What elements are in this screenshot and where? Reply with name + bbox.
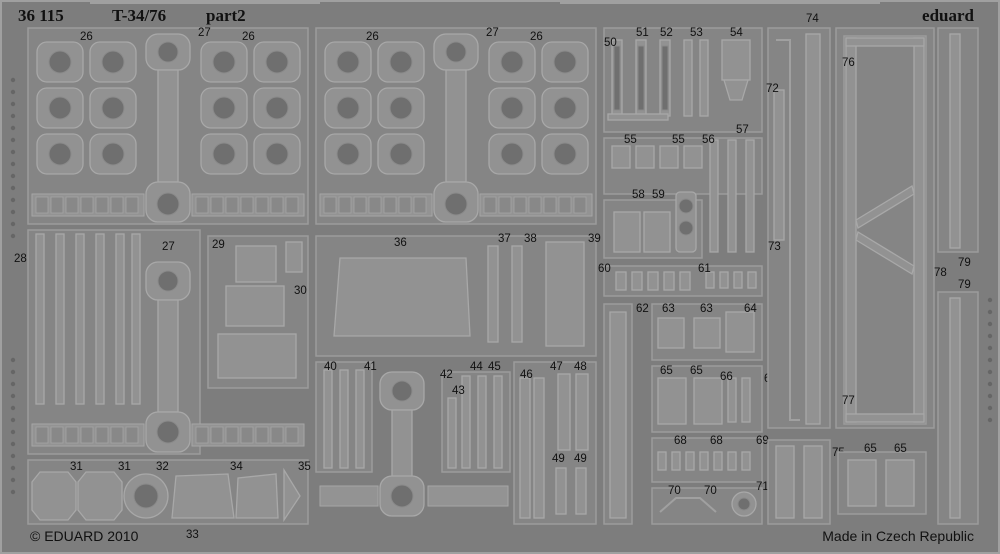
part-number: 69: [756, 435, 769, 447]
panel-rods-28-27: [27, 229, 305, 455]
part-number: 58: [632, 189, 645, 201]
part-number: 31: [118, 461, 131, 473]
part-number: 63: [700, 303, 713, 315]
part-number: 72: [766, 83, 779, 95]
part-number: 31: [70, 461, 83, 473]
part-number: 59: [652, 189, 665, 201]
right-edge-holes: [987, 297, 993, 423]
panel-frame-76-77: [835, 27, 979, 525]
panel-track-links-left: [27, 27, 309, 225]
part-number: 45: [488, 361, 501, 373]
panel-small-parts-62-71: [603, 303, 763, 525]
part-number: 65: [690, 365, 703, 377]
part-number: 41: [364, 361, 377, 373]
part-number: 65: [660, 365, 673, 377]
part-number: 27: [486, 27, 499, 39]
part-number: 26: [530, 31, 543, 43]
part-number: 27: [162, 241, 175, 253]
part-number: 32: [156, 461, 169, 473]
part-number: 34: [230, 461, 243, 473]
part-number: 52: [660, 27, 673, 39]
part-number: 78: [934, 267, 947, 279]
part-number: 46: [520, 369, 533, 381]
part-number: 51: [636, 27, 649, 39]
part-number: 49: [574, 453, 587, 465]
part-number: 70: [668, 485, 681, 497]
part-number: 56: [702, 134, 715, 146]
part-number: 47: [550, 361, 563, 373]
part-number: 37: [498, 233, 511, 245]
part-number: 61: [698, 263, 711, 275]
panel-parts-36-39: [315, 235, 597, 357]
link-plates-left: [36, 41, 301, 175]
part-number: 30: [294, 285, 307, 297]
part-number: 62: [636, 303, 649, 315]
panel-track-links-center: [315, 27, 597, 225]
part-number: 65: [894, 443, 907, 455]
part-number: 53: [690, 27, 703, 39]
panel-parts-31-35: [27, 459, 309, 525]
part-number: 71: [756, 481, 769, 493]
panel-parts-40-49: [315, 361, 597, 525]
part-number: 40: [324, 361, 337, 373]
part-number: 63: [662, 303, 675, 315]
part-number: 64: [744, 303, 757, 315]
part-number: 43: [452, 385, 465, 397]
part-number: 54: [730, 27, 743, 39]
part-number: 26: [242, 31, 255, 43]
part-number: 55: [672, 134, 685, 146]
part-number: 26: [366, 31, 379, 43]
panel-parts-29-30: [207, 235, 309, 389]
part-number: 26: [80, 31, 93, 43]
part-number: 68: [710, 435, 723, 447]
part-number: 35: [298, 461, 311, 473]
part-number: 48: [574, 361, 587, 373]
strip-cells-c: [35, 426, 299, 444]
panel-parts-65-lower: [837, 451, 927, 515]
part-number: 29: [212, 239, 225, 251]
strip-cells-b: [323, 196, 587, 214]
panel-long-rails-72-75: [767, 27, 831, 525]
part-number: 55: [624, 134, 637, 146]
kit-title: T-34/76: [112, 6, 166, 25]
brand-logo: eduard: [922, 6, 975, 25]
part-number: 42: [440, 369, 453, 381]
part-number: 50: [604, 37, 617, 49]
part-number: 36: [394, 237, 407, 249]
part-number: 70: [704, 485, 717, 497]
left-edge-holes: [10, 77, 16, 495]
part-number: 39: [588, 233, 601, 245]
part-number: 49: [552, 453, 565, 465]
part-number: 57: [736, 124, 749, 136]
part-number: 74: [806, 13, 819, 25]
part-number: 60: [598, 263, 611, 275]
part-number: 79: [958, 279, 971, 291]
part-number: 27: [198, 27, 211, 39]
part-number: 68: [674, 435, 687, 447]
part-number: 76: [842, 57, 855, 69]
part-number: 28: [14, 253, 27, 265]
strip-cells-a: [35, 196, 299, 214]
part-number: 44: [470, 361, 483, 373]
set-number: 36 115: [18, 6, 64, 25]
part-label: part2: [206, 6, 246, 25]
part-number: 38: [524, 233, 537, 245]
part-number: 65: [864, 443, 877, 455]
part-number: 77: [842, 395, 855, 407]
panel-small-parts-50-61: [603, 27, 763, 297]
copyright-text: © EDUARD 2010: [30, 528, 139, 544]
part-number: 33: [186, 529, 199, 541]
part-number: 66: [720, 371, 733, 383]
part-number: 79: [958, 257, 971, 269]
part-number: 73: [768, 241, 781, 253]
origin-text: Made in Czech Republic: [822, 528, 974, 544]
